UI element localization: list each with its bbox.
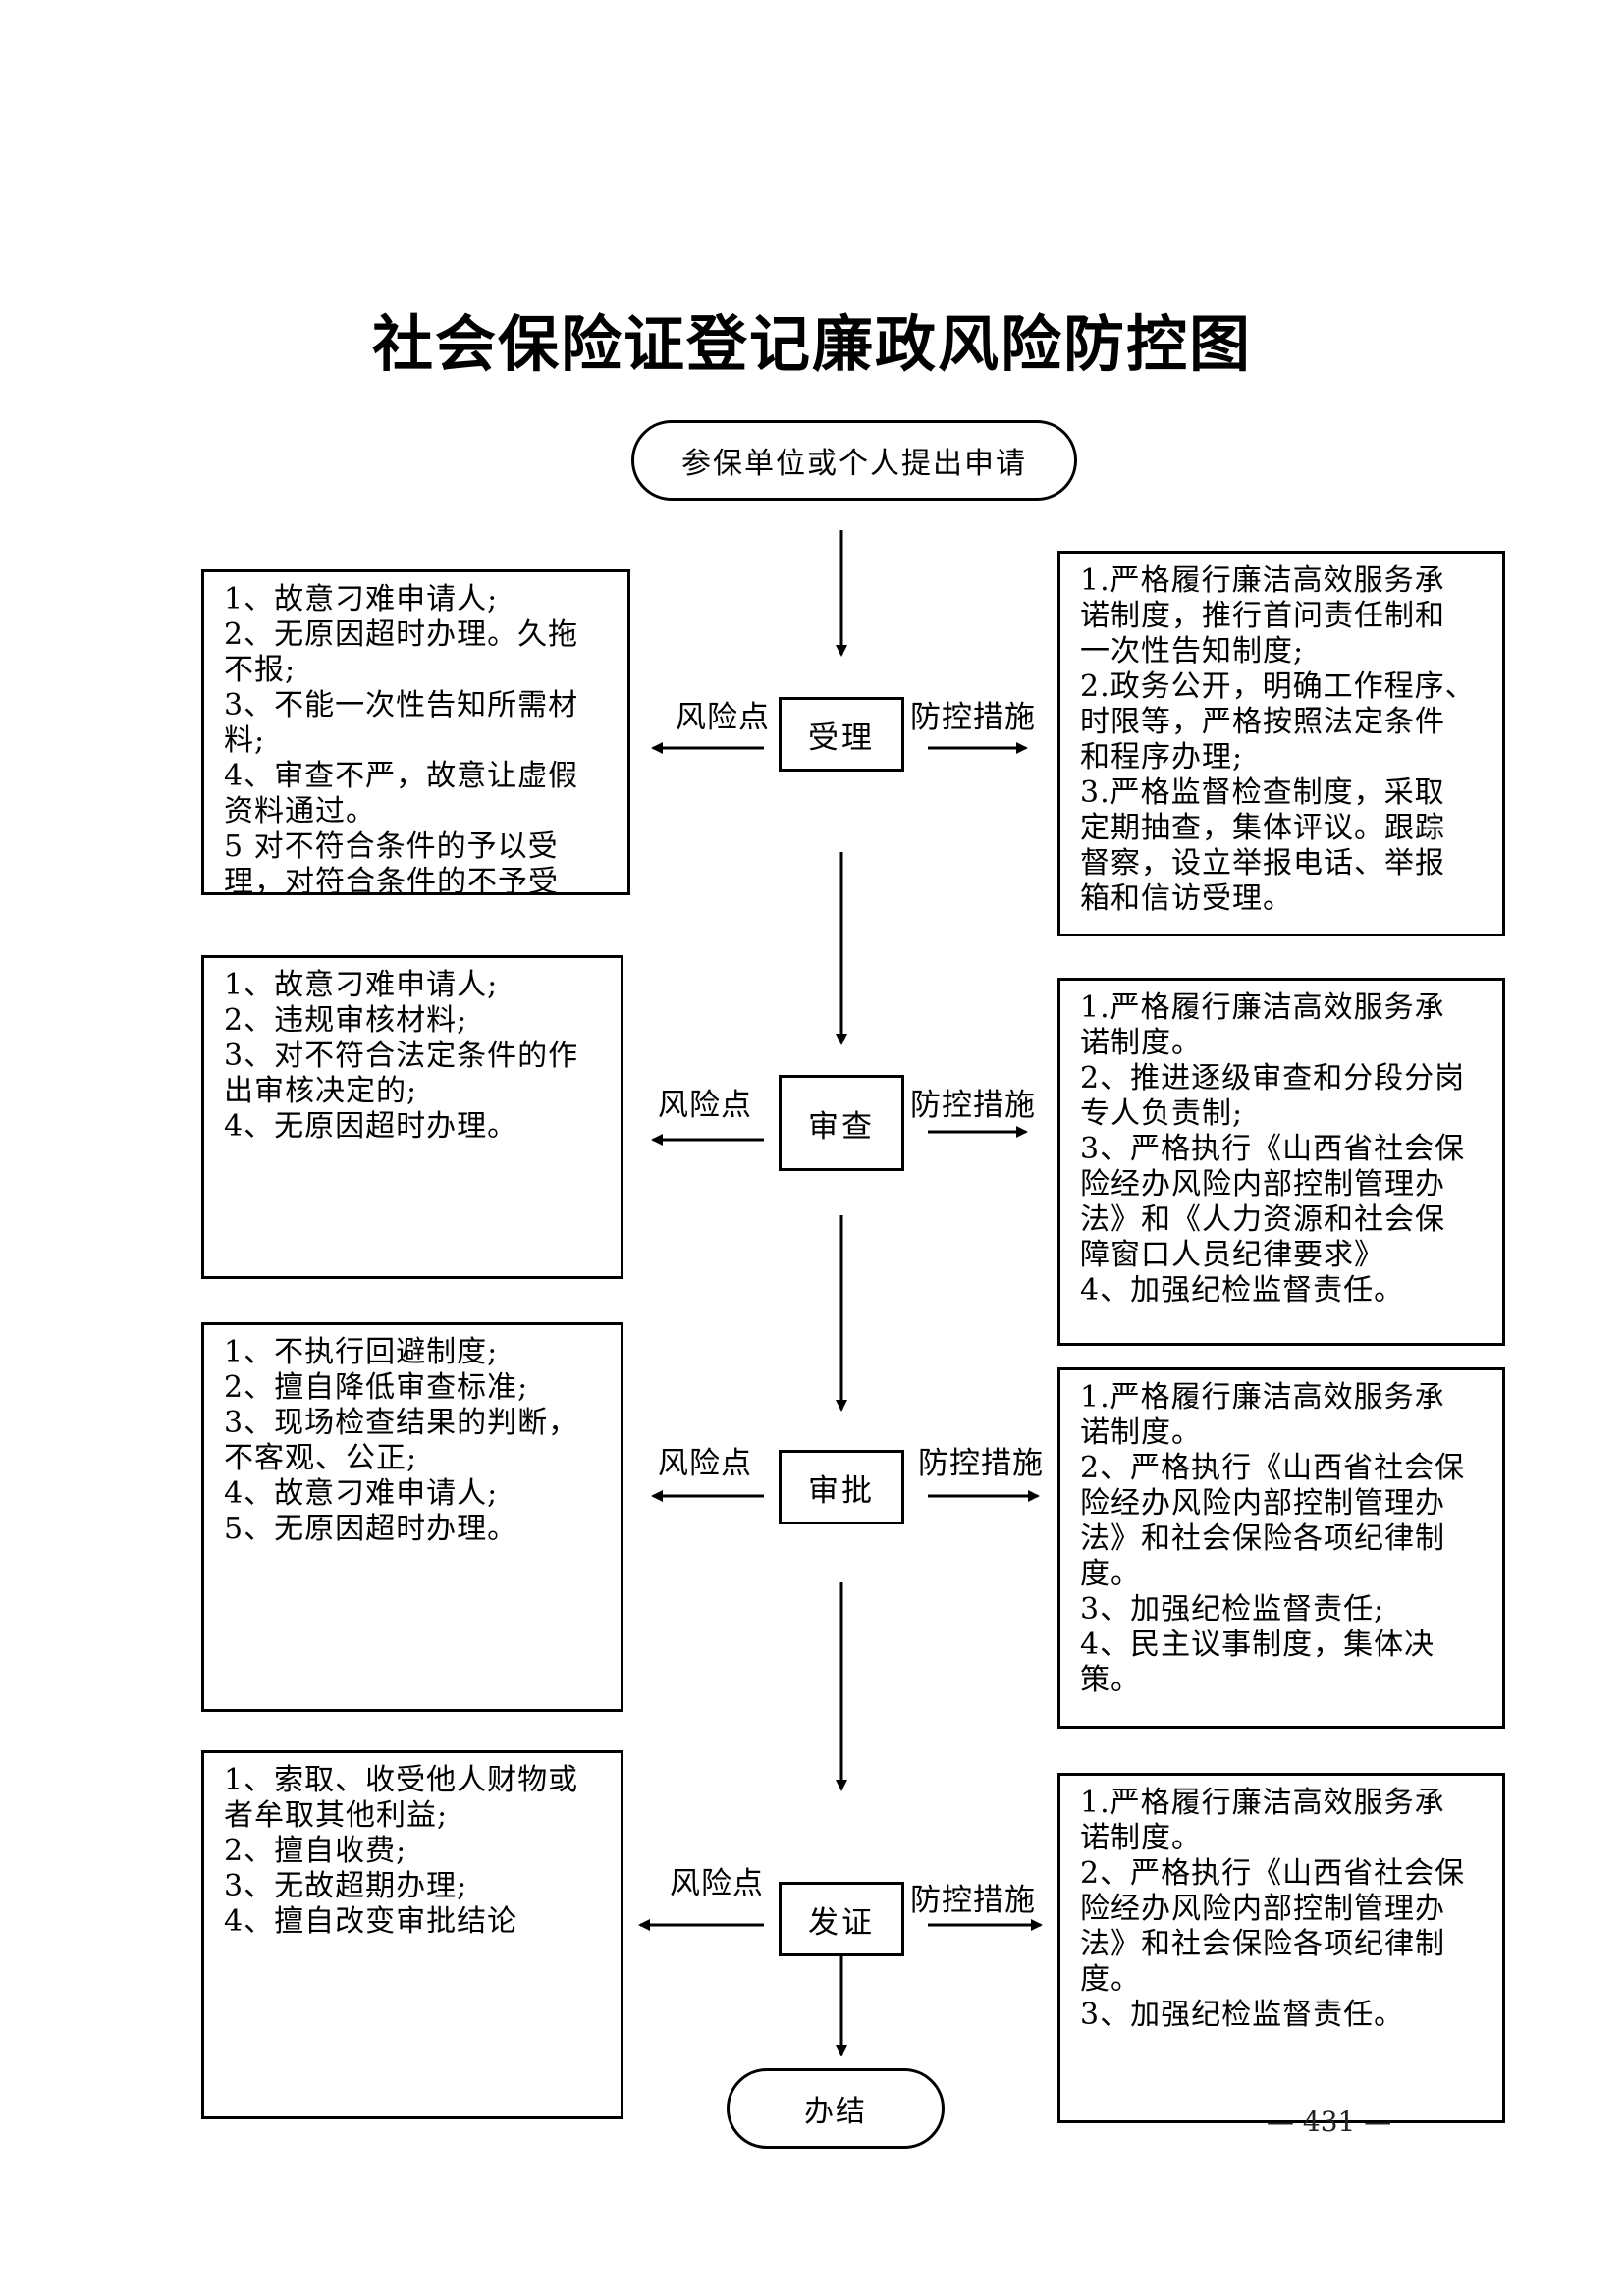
- page-number: — 431 —: [1267, 2106, 1392, 2138]
- risk-item: 3、现场检查结果的判断，: [224, 1406, 579, 1440]
- risk-item: 4、擅自改变审批结论: [224, 1904, 518, 1939]
- risk-item: 4、审查不严，故意让虚假: [224, 759, 579, 793]
- risk-item: 料;: [224, 723, 266, 758]
- control-item: 箱和信访受理。: [1080, 881, 1293, 916]
- page-title: 社会保险证登记廉政风险防控图: [371, 308, 1252, 380]
- control-item: 2、严格执行《山西省社会保: [1080, 1451, 1466, 1485]
- risk-box: 1、故意刁难申请人; 2、违规审核材料; 3、对不符合法定条件的作 出审核决定的…: [201, 955, 623, 1279]
- end-node: 办结: [727, 2068, 945, 2149]
- risk-item: 1、故意刁难申请人;: [224, 582, 499, 616]
- control-item: 险经办风险内部控制管理办: [1080, 1892, 1445, 1926]
- risk-item: 不报;: [224, 653, 297, 687]
- control-item: 1.严格履行廉洁高效服务承: [1080, 990, 1445, 1025]
- risk-box: 1、故意刁难申请人; 2、无原因超时办理。久拖 不报; 3、不能一次性告知所需材…: [201, 569, 630, 895]
- risk-item: 4、无原因超时办理。: [224, 1109, 518, 1144]
- risk-label: 风险点: [658, 1088, 752, 1123]
- control-item: 诺制度。: [1080, 1821, 1202, 1855]
- risk-item: 1、索取、收受他人财物或: [224, 1763, 579, 1797]
- control-item: 3、加强纪检监督责任;: [1080, 1592, 1385, 1627]
- control-label: 防控措施: [910, 700, 1036, 735]
- risk-box: 1、索取、收受他人财物或 者牟取其他利益; 2、擅自收费; 3、无故超期办理; …: [201, 1750, 623, 2119]
- risk-item: 3、不能一次性告知所需材: [224, 688, 579, 722]
- control-item: 4、加强纪检监督责任。: [1080, 1273, 1405, 1308]
- control-item: 诺制度。: [1080, 1026, 1202, 1060]
- stage-box: 审批: [779, 1450, 904, 1524]
- control-label: 防控措施: [918, 1446, 1044, 1481]
- stage-box: 审查: [779, 1075, 904, 1171]
- risk-item: 2、违规审核材料;: [224, 1003, 468, 1038]
- control-item: 1.严格履行廉洁高效服务承: [1080, 1380, 1445, 1415]
- risk-item: 理，对符合条件的不予受: [224, 865, 559, 895]
- control-item: 4、民主议事制度，集体决策。: [1080, 1628, 1435, 1697]
- risk-item: 4、故意刁难申请人;: [224, 1476, 499, 1511]
- control-item: 2.政务公开，明确工作程序、: [1080, 669, 1476, 704]
- control-item: 一次性告知制度;: [1080, 634, 1305, 668]
- control-item: 定期抽查，集体评议。跟踪: [1080, 811, 1445, 845]
- start-node: 参保单位或个人提出申请: [631, 420, 1077, 501]
- control-item: 险经办风险内部控制管理办: [1080, 1167, 1445, 1201]
- control-item: 2、严格执行《山西省社会保: [1080, 1856, 1466, 1891]
- risk-item: 5 对不符合条件的予以受: [224, 829, 559, 864]
- risk-label: 风险点: [676, 700, 770, 735]
- control-box: 1.严格履行廉洁高效服务承 诺制度。 2、推进逐级审查和分段分岗 专人负责制; …: [1057, 978, 1505, 1346]
- control-item: 法》和社会保险各项纪律制: [1080, 1522, 1445, 1556]
- control-item: 障窗口人员纪律要求》: [1080, 1238, 1384, 1272]
- risk-label: 风险点: [658, 1446, 752, 1481]
- control-item: 诺制度，推行首问责任制和: [1080, 599, 1445, 633]
- stage-box: 受理: [779, 697, 904, 772]
- risk-item: 3、对不符合法定条件的作: [224, 1039, 579, 1073]
- risk-item: 资料通过。: [224, 794, 376, 828]
- control-label: 防控措施: [910, 1088, 1036, 1123]
- control-label: 防控措施: [910, 1883, 1036, 1918]
- control-item: 督察，设立举报电话、举报: [1080, 846, 1445, 881]
- control-item: 法》和《人力资源和社会保: [1080, 1202, 1445, 1237]
- control-item: 3、加强纪检监督责任。: [1080, 1998, 1405, 2032]
- control-box: 1.严格履行廉洁高效服务承 诺制度，推行首问责任制和 一次性告知制度; 2.政务…: [1057, 551, 1505, 936]
- control-item: 诺制度。: [1080, 1415, 1202, 1450]
- risk-item: 出审核决定的;: [224, 1074, 418, 1108]
- control-item: 1.严格履行廉洁高效服务承: [1080, 563, 1445, 598]
- control-item: 时限等，严格按照法定条件: [1080, 705, 1445, 739]
- risk-item: 2、擅自收费;: [224, 1834, 407, 1868]
- stage-box: 发证: [779, 1882, 904, 1956]
- risk-label: 风险点: [670, 1866, 764, 1901]
- risk-item: 不客观、公正;: [224, 1441, 418, 1475]
- control-box: 1.严格履行廉洁高效服务承 诺制度。 2、严格执行《山西省社会保 险经办风险内部…: [1057, 1773, 1505, 2123]
- risk-item: 5、无原因超时办理。: [224, 1512, 518, 1546]
- control-item: 3、严格执行《山西省社会保: [1080, 1132, 1466, 1166]
- control-item: 1.严格履行廉洁高效服务承: [1080, 1786, 1445, 1820]
- control-item: 2、推进逐级审查和分段分岗: [1080, 1061, 1466, 1095]
- control-item: 法》和社会保险各项纪律制: [1080, 1927, 1445, 1961]
- control-item: 险经办风险内部控制管理办: [1080, 1486, 1445, 1521]
- risk-item: 1、故意刁难申请人;: [224, 968, 499, 1002]
- risk-item: 2、无原因超时办理。久拖: [224, 617, 579, 652]
- control-item: 度。: [1080, 1557, 1141, 1591]
- risk-item: 2、擅自降低审查标准;: [224, 1370, 529, 1405]
- risk-item: 1、不执行回避制度;: [224, 1335, 499, 1369]
- control-item: 3.严格监督检查制度，采取: [1080, 775, 1445, 810]
- risk-box: 1、不执行回避制度; 2、擅自降低审查标准; 3、现场检查结果的判断， 不客观、…: [201, 1322, 623, 1712]
- control-item: 度。: [1080, 1962, 1141, 1997]
- control-item: 专人负责制;: [1080, 1096, 1244, 1131]
- risk-item: 者牟取其他利益;: [224, 1798, 449, 1833]
- control-item: 和程序办理;: [1080, 740, 1244, 774]
- risk-item: 3、无故超期办理;: [224, 1869, 468, 1903]
- control-box: 1.严格履行廉洁高效服务承 诺制度。 2、严格执行《山西省社会保 险经办风险内部…: [1057, 1367, 1505, 1729]
